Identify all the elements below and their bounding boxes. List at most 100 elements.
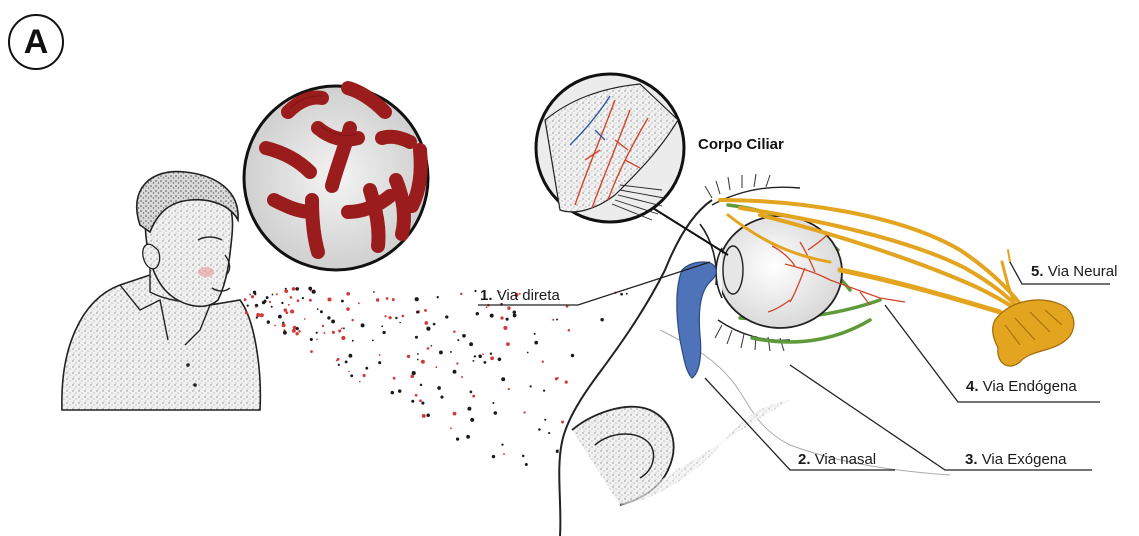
droplet xyxy=(260,313,264,317)
droplet xyxy=(284,289,288,293)
droplet xyxy=(249,294,251,296)
droplet xyxy=(338,364,340,366)
droplet xyxy=(534,333,536,335)
droplet xyxy=(322,325,324,327)
droplet xyxy=(548,432,550,434)
droplet xyxy=(492,402,494,404)
droplet xyxy=(282,323,286,327)
droplet xyxy=(466,435,470,439)
droplet xyxy=(456,362,458,364)
droplet xyxy=(426,327,430,331)
droplet xyxy=(411,400,414,403)
droplet xyxy=(336,360,338,362)
droplet xyxy=(373,291,375,293)
droplet xyxy=(427,347,430,350)
droplet xyxy=(348,354,352,358)
droplet xyxy=(391,391,395,395)
droplet xyxy=(316,332,318,334)
droplet xyxy=(506,318,509,321)
droplet xyxy=(522,455,525,458)
droplet xyxy=(417,353,419,355)
droplet xyxy=(298,330,301,333)
droplet xyxy=(379,354,381,356)
droplet xyxy=(544,419,546,421)
droplet xyxy=(317,308,319,310)
route-label-5: 5. Via Neural xyxy=(1031,263,1117,280)
route-label-1: 1. Via direta xyxy=(480,287,560,304)
droplet xyxy=(470,391,473,394)
droplet xyxy=(523,411,525,413)
droplet xyxy=(467,407,471,411)
droplet xyxy=(292,287,296,291)
droplet xyxy=(460,293,462,295)
droplet xyxy=(295,332,298,335)
route-label-2: 2. Via nasal xyxy=(798,451,876,468)
droplet xyxy=(350,374,353,377)
droplet xyxy=(453,330,456,333)
droplet xyxy=(312,290,316,294)
droplet xyxy=(626,293,628,295)
droplet xyxy=(316,338,318,340)
droplet xyxy=(503,453,505,455)
droplet xyxy=(556,319,558,321)
droplet xyxy=(251,295,254,298)
droplet xyxy=(525,463,528,466)
droplet xyxy=(500,316,503,319)
droplet xyxy=(244,298,247,301)
droplet xyxy=(506,342,510,346)
droplet xyxy=(445,315,448,318)
droplet xyxy=(461,376,463,378)
droplet xyxy=(490,356,494,360)
droplet xyxy=(372,340,374,342)
droplet xyxy=(513,311,517,315)
droplet xyxy=(508,388,510,390)
droplet xyxy=(297,299,300,302)
droplet xyxy=(341,300,344,303)
droplet xyxy=(392,298,395,301)
droplet xyxy=(568,329,571,332)
droplet xyxy=(450,427,452,429)
route-label-3: 3. Via Exógena xyxy=(965,451,1066,468)
droplet xyxy=(332,331,335,334)
droplet xyxy=(352,340,354,342)
droplet xyxy=(435,366,437,368)
droplet xyxy=(402,315,405,318)
route-label-4: 4. Via Endógena xyxy=(966,378,1077,395)
droplet xyxy=(501,377,505,381)
droplet xyxy=(561,421,564,424)
droplet xyxy=(620,293,623,296)
droplet xyxy=(338,329,341,332)
droplet xyxy=(346,307,350,311)
droplet xyxy=(421,360,425,364)
droplet xyxy=(382,331,385,334)
droplet xyxy=(552,319,554,321)
droplet xyxy=(424,309,427,312)
droplet xyxy=(351,319,353,321)
droplet xyxy=(256,316,258,318)
droplet xyxy=(281,302,283,304)
droplet xyxy=(421,402,424,405)
droplet xyxy=(424,321,428,325)
droplet xyxy=(393,377,396,380)
panel-label: A xyxy=(8,14,64,70)
droplet xyxy=(498,358,502,362)
droplet xyxy=(565,380,568,383)
droplet xyxy=(365,367,368,370)
droplet xyxy=(309,299,312,302)
droplet xyxy=(269,301,271,303)
droplet xyxy=(346,292,350,296)
droplet xyxy=(417,359,419,361)
droplet xyxy=(440,396,443,399)
droplet xyxy=(450,351,452,353)
droplet xyxy=(457,339,459,341)
droplet xyxy=(378,361,381,364)
droplet xyxy=(267,320,270,323)
droplet xyxy=(278,315,282,319)
droplet xyxy=(543,389,545,391)
droplet xyxy=(290,309,294,313)
droplet xyxy=(472,360,474,362)
droplet xyxy=(527,352,529,354)
droplet xyxy=(290,296,293,299)
droplet xyxy=(472,395,475,398)
droplet xyxy=(415,297,419,301)
